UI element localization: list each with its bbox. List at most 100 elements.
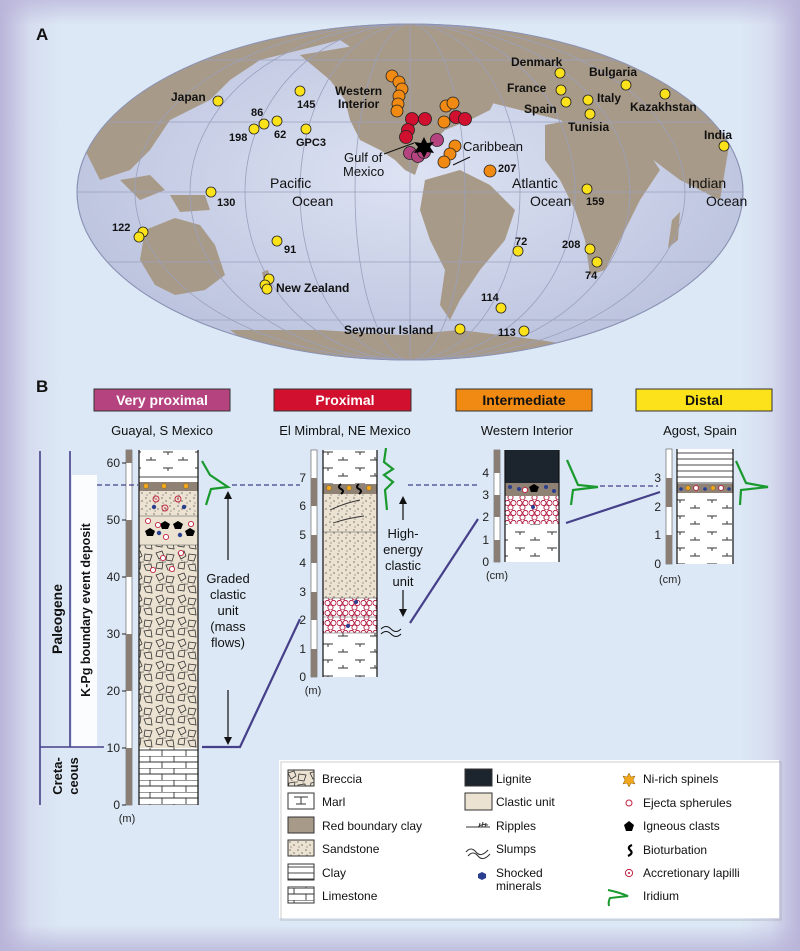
label-62: 62 (274, 129, 286, 141)
australia-landmass (140, 218, 225, 295)
site-marker-62 (271, 115, 283, 127)
indonesia-landmass (120, 175, 210, 212)
site-marker-159 (581, 183, 593, 195)
tick-label: 0 (113, 798, 120, 812)
indian-ocean-label-1: Indian (688, 175, 726, 191)
label-114: 114 (481, 292, 500, 304)
madagascar-landmass (668, 212, 680, 248)
layer-marl (323, 633, 377, 677)
unit-label: (m) (305, 685, 322, 697)
layer-marl-top (323, 450, 377, 484)
site-marker-india (718, 140, 730, 152)
layer-breccia (139, 545, 198, 748)
iridium-curve (565, 459, 599, 506)
slumps (380, 626, 402, 637)
iridium-curve (201, 460, 232, 506)
tick-label: 0 (654, 557, 661, 571)
header-proximal-label: Proximal (315, 392, 374, 408)
graded-label-4: (mass (210, 619, 246, 634)
tick-label: 1 (482, 533, 489, 547)
layer-spherules (323, 598, 377, 617)
site-marker-114 (495, 302, 507, 314)
layer-sandstone (323, 532, 377, 598)
unit-label: (cm) (486, 570, 508, 582)
label-72: 72 (515, 236, 527, 248)
label-caribbean: Caribbean (463, 139, 523, 154)
header-distal-label: Distal (685, 392, 723, 408)
site-marker-tunisia (584, 108, 596, 120)
bioturbation-icon (627, 843, 633, 857)
label-new-zealand: New Zealand (276, 281, 349, 295)
tick-label: 50 (107, 513, 121, 527)
label-91: 91 (284, 244, 296, 256)
column-el-mimbral: 0 1 2 3 4 5 6 7 (m) High- energy (299, 447, 423, 697)
world-map: Pacific Ocean Atlantic Ocean Indian Ocea… (76, 23, 747, 361)
label-denmark: Denmark (511, 55, 563, 69)
label-122: 122 (112, 222, 130, 234)
site-marker-74 (591, 256, 603, 268)
africa-landmass (545, 115, 660, 275)
high-energy-label-2: energy (383, 542, 423, 557)
tick-label: 2 (482, 510, 489, 524)
tick-label: 20 (107, 684, 121, 698)
legend-swatch-limestone (287, 886, 315, 904)
legend-swatch-clastic (464, 792, 493, 811)
label-western-2: Interior (338, 97, 380, 111)
tick-label: 1 (299, 642, 306, 656)
tick-label: 3 (299, 585, 306, 599)
label-gpc3: GPC3 (296, 137, 326, 149)
legend-red-clay: Red boundary clay (322, 819, 422, 833)
legend-swatch-sandstone (287, 839, 315, 857)
legend-swatch-red-clay (287, 816, 315, 834)
india-landmass (690, 135, 725, 185)
tick-label: 2 (299, 613, 306, 627)
south-america-landmass (420, 170, 515, 320)
legend-swatch-breccia (287, 769, 315, 787)
cretaceous-label-1: Creta- (50, 757, 65, 795)
site-marker-91 (271, 235, 283, 247)
label-seymour: Seymour Island (344, 323, 433, 337)
site-marker-113 (518, 325, 530, 337)
iridium-curve (734, 460, 769, 506)
site-name-agost: Agost, Spain (663, 423, 737, 438)
shocked-minerals-icon (478, 872, 486, 880)
site-marker-east-na (437, 115, 451, 129)
tick-label: 3 (482, 488, 489, 502)
ni-spinel-icon (622, 772, 636, 788)
legend-accretionary-lapilli: Accretionary lapilli (643, 866, 740, 880)
layer-limestone (139, 748, 198, 805)
label-208: 208 (562, 239, 580, 251)
tick-label: 3 (654, 471, 661, 485)
site-marker-198 (248, 123, 260, 135)
legend-swatch-lignite (464, 768, 493, 787)
label-113: 113 (498, 327, 516, 339)
site-marker-caribbean (437, 155, 451, 169)
iridium-curve (382, 447, 395, 511)
graticule (77, 24, 743, 360)
layer-lignite (505, 450, 559, 483)
label-india: India (704, 128, 732, 142)
site-marker-207 (483, 164, 497, 178)
site-marker-kazakhstan (659, 88, 671, 100)
layer-marl (677, 493, 733, 564)
correlation-lines (97, 484, 661, 749)
header-intermediate (455, 388, 593, 412)
label-86: 86 (251, 107, 263, 119)
layer-spherules (505, 496, 559, 524)
kpg-deposit-label: K-Pg boundary event deposit (79, 522, 93, 696)
tick-label: 7 (299, 471, 306, 485)
label-spain: Spain (524, 102, 557, 116)
unit-label: (cm) (659, 574, 681, 586)
site-marker-proximal (399, 130, 413, 144)
legend-ripples: Ripples (496, 819, 536, 833)
site-marker-145 (294, 85, 306, 97)
cretaceous-label-2: ceous (66, 757, 81, 795)
column-guayal: 0 10 20 30 40 50 60 (m) (107, 449, 250, 825)
indian-ocean-label-2: Ocean (706, 193, 747, 209)
legend-ejecta-spherules: Ejecta spherules (643, 796, 732, 810)
legend-shocked-1: Shocked (496, 866, 543, 880)
legend-box (279, 760, 779, 918)
graded-label-3: unit (218, 603, 239, 618)
high-energy-label-4: unit (393, 574, 414, 589)
legend-iridium: Iridium (643, 889, 679, 903)
